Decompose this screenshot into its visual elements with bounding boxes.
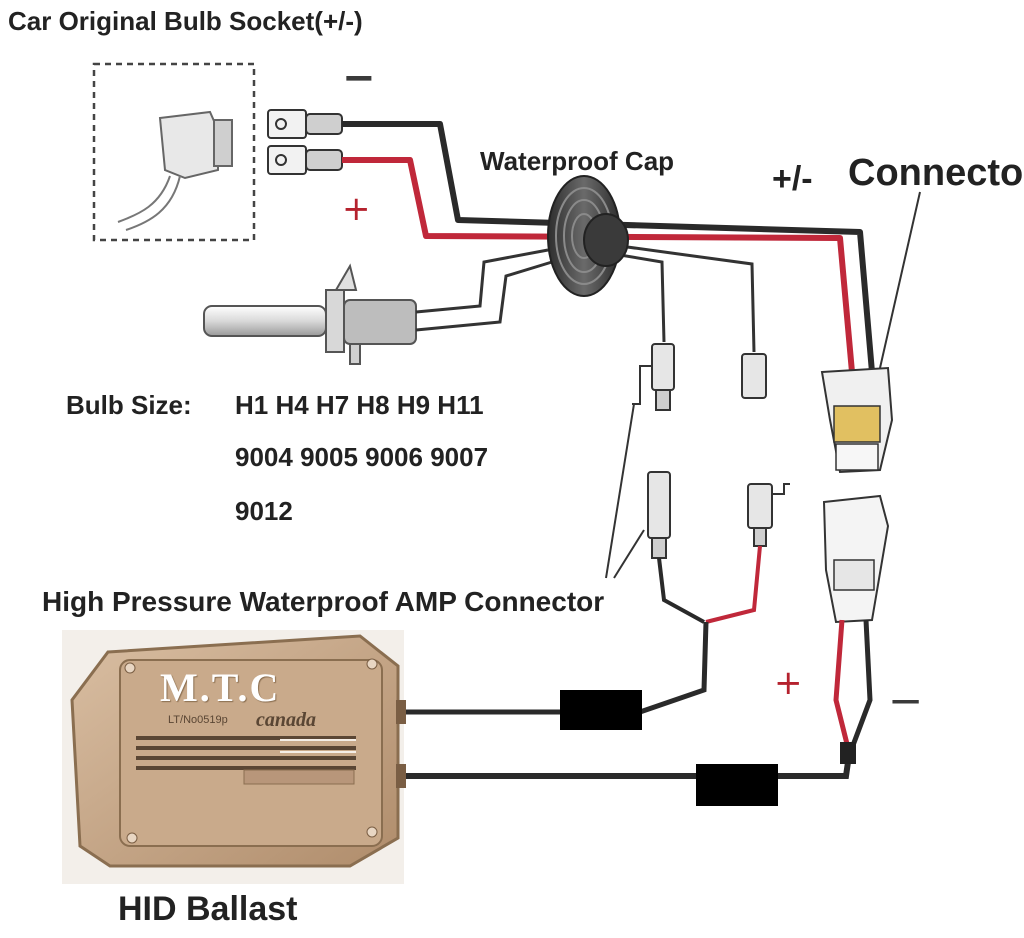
bulb-socket-box: [92, 62, 256, 242]
connector-male-lower: [822, 494, 890, 624]
connector-pointer-line: [879, 191, 921, 369]
wire-block-upper: [560, 690, 642, 730]
ballast-brand: M.T.C: [160, 665, 281, 710]
amp-connector-upper-right: [741, 353, 767, 399]
amp-connector-lower-left: [647, 471, 671, 559]
bulb-size-label: Bulb Size:: [66, 390, 192, 420]
amp-connector-lower-right: [747, 483, 790, 547]
bulb-sizes-row2: 9004 9005 9006 9007: [235, 442, 489, 472]
amp-connector-title: High Pressure Waterproof AMP Connector: [42, 586, 605, 617]
connector-polarity: +/-: [772, 160, 813, 198]
amp-to-ballast-wires: [400, 545, 762, 715]
hid-bulb: [203, 263, 417, 365]
ballast-model: LT/No0519p: [168, 714, 228, 726]
ballast-title: HID Ballast: [118, 890, 298, 928]
connector-title: Connector: [848, 152, 1024, 194]
amp-pointer-lines: [605, 403, 645, 579]
negative-sign-bottom: −: [888, 676, 924, 725]
negative-sign-top: −: [342, 55, 376, 101]
positive-sign-bottom: +: [774, 663, 803, 703]
amp-connector-upper-left: [632, 343, 675, 411]
ballast-subtitle: canada: [256, 709, 316, 731]
bulb-wires: [415, 248, 553, 332]
bulb-sizes-row1: H1 H4 H7 H8 H9 H11: [235, 390, 484, 420]
cap-title: Waterproof Cap: [480, 146, 675, 176]
socket-title: Car Original Bulb Socket(+/-): [8, 6, 363, 36]
wire-splice: [840, 742, 856, 764]
cap-to-amp-wires: [613, 244, 756, 353]
wire-block-lower: [696, 764, 778, 806]
positive-sign-top: +: [342, 189, 371, 229]
socket-terminals: [267, 109, 343, 175]
bulb-sizes-row3: 9012: [235, 496, 293, 526]
connector-female-upper: [820, 366, 894, 474]
hid-ballast: [62, 630, 406, 884]
waterproof-cap: [547, 175, 629, 297]
socket-wires: [342, 121, 875, 373]
